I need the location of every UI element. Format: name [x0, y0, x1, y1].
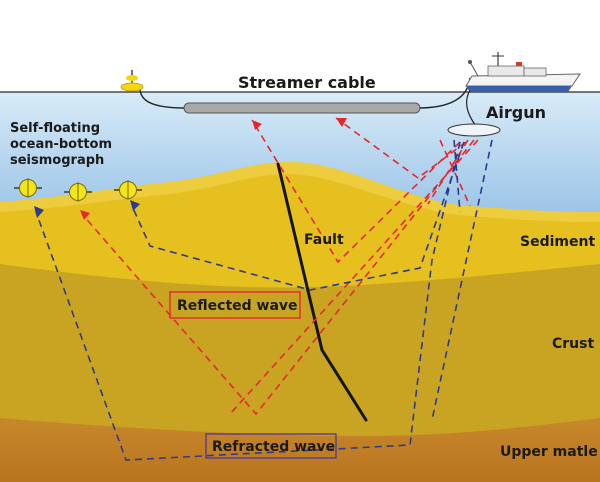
streamer-cable: [183, 102, 421, 114]
sediment-label: Sediment: [520, 234, 595, 250]
seismograph-3: [114, 180, 142, 200]
seismograph-label-line2: ocean-bottom: [10, 137, 112, 152]
survey-ship: [465, 52, 581, 92]
reflected-waves: [80, 117, 479, 416]
refracted-arrow-2: [130, 200, 140, 211]
fault-label: Fault: [304, 232, 344, 248]
streamer-cable-label: Streamer cable: [238, 73, 376, 92]
upper-mantle-label: Upper matle: [500, 444, 598, 460]
fault-line: [276, 162, 368, 422]
seismograph-2: [64, 182, 92, 202]
reflected-arrow-1: [252, 120, 262, 130]
airgun-label: Airgun: [486, 103, 546, 122]
seismograph-label-line3: seismograph: [10, 153, 104, 168]
airgun-array: [447, 123, 501, 137]
reflected-wave-legend: Reflected wave: [169, 291, 301, 319]
sediment-highlight: [0, 162, 600, 222]
reflected-arrow-3: [80, 210, 90, 220]
crust-label: Crust: [552, 336, 594, 352]
refracted-arrow-1: [34, 206, 44, 218]
refracted-wave-legend: Refracted wave: [205, 433, 337, 459]
streamer-tow-line: [139, 87, 186, 109]
reflected-wave-label: Reflected wave: [177, 298, 298, 314]
seismograph-1: [14, 178, 42, 198]
tail-buoy: [120, 70, 144, 92]
seismograph-label-line1: Self-floating: [10, 121, 100, 136]
crust-layer: [0, 262, 600, 436]
reflected-arrow-2: [336, 118, 347, 127]
refracted-waves: [34, 139, 493, 461]
refracted-wave-label: Refracted wave: [212, 439, 335, 455]
